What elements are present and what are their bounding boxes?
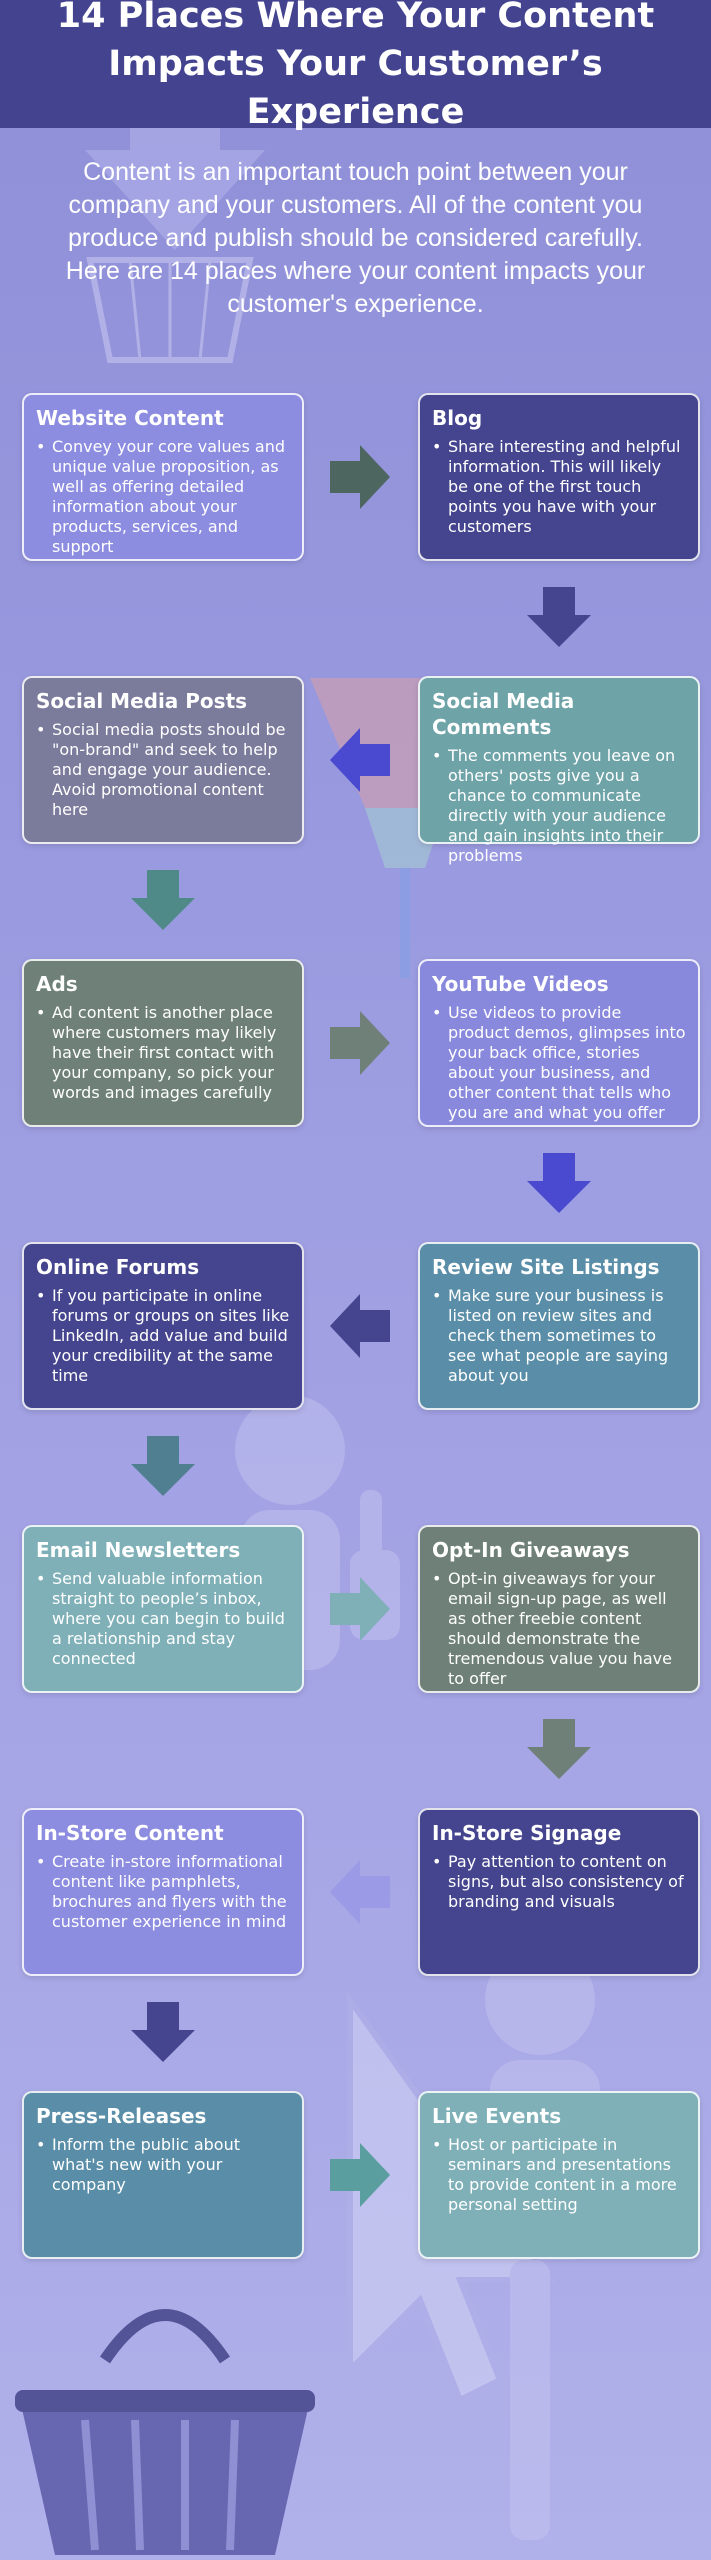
arrow-shape	[330, 1294, 390, 1358]
place-description: If you participate in online forums or g…	[36, 1286, 290, 1386]
arrow-shape	[527, 1153, 591, 1213]
place-title: Social Media Posts	[36, 689, 248, 713]
place-card: In-Store ContentCreate in-store informat…	[22, 1808, 304, 1976]
place-description: Make sure your business is listed on rev…	[432, 1286, 686, 1386]
arrow-down-icon	[527, 1719, 591, 1779]
place-description: Opt-in giveaways for your email sign-up …	[432, 1569, 686, 1689]
arrow-down-icon	[131, 870, 195, 930]
place-card: Live EventsHost or participate in semina…	[418, 2091, 700, 2259]
arrow-left-icon	[330, 1860, 390, 1924]
arrow-right-icon	[330, 1011, 390, 1075]
arrow-down-icon	[131, 2002, 195, 2062]
place-card: Review Site ListingsMake sure your busin…	[418, 1242, 700, 1410]
arrow-shape	[131, 1436, 195, 1496]
place-title: Opt-In Giveaways	[432, 1538, 630, 1562]
place-title: Blog	[432, 406, 483, 430]
place-title: Online Forums	[36, 1255, 200, 1279]
place-title: Live Events	[432, 2104, 562, 2128]
place-description: Social media posts should be "on-brand" …	[36, 720, 290, 820]
place-title: Ads	[36, 972, 78, 996]
arrow-shape	[330, 1860, 390, 1924]
intro-text: Content is an important touch point betw…	[65, 158, 646, 318]
place-card: YouTube VideosUse videos to provide prod…	[418, 959, 700, 1127]
place-title: Social Media Comments	[432, 689, 575, 739]
place-card: Opt-In GiveawaysOpt-in giveaways for you…	[418, 1525, 700, 1693]
arrow-down-icon	[131, 1436, 195, 1496]
arrow-right-icon	[330, 445, 390, 509]
place-description: Convey your core values and unique value…	[36, 437, 290, 557]
place-card: Email NewslettersSend valuable informati…	[22, 1525, 304, 1693]
shopping-basket-icon	[15, 2309, 315, 2555]
place-description: The comments you leave on others' posts …	[432, 746, 686, 866]
arrow-left-icon	[330, 1294, 390, 1358]
place-card: Ads Ad content is another place where cus…	[22, 959, 304, 1127]
place-card: Online Forums If you participate in onlin…	[22, 1242, 304, 1410]
place-description: Inform the public about what's new with …	[36, 2135, 290, 2195]
place-title: Email Newsletters	[36, 1538, 241, 1562]
page-title: 14 Places Where Your Content Impacts You…	[56, 0, 655, 132]
arrow-shape	[330, 1011, 390, 1075]
place-description: Pay attention to content on signs, but a…	[432, 1852, 686, 1912]
place-description: Host or participate in seminars and pres…	[432, 2135, 686, 2215]
place-card: BlogShare interesting and helpful inform…	[418, 393, 700, 561]
place-card: In-Store SignagePay attention to content…	[418, 1808, 700, 1976]
place-title: YouTube Videos	[432, 972, 609, 996]
header-banner: 14 Places Where Your Content Impacts You…	[0, 0, 711, 132]
arrow-shape	[131, 870, 195, 930]
arrow-shape	[131, 2002, 195, 2062]
place-card: Press-ReleasesInform the public about wh…	[22, 2091, 304, 2259]
place-description: Use videos to provide product demos, gli…	[432, 1003, 686, 1123]
place-description: Share interesting and helpful informatio…	[432, 437, 686, 537]
place-title: Press-Releases	[36, 2104, 207, 2128]
arrow-shape	[330, 2143, 390, 2207]
place-card: Website ContentConvey your core values a…	[22, 393, 304, 561]
place-title: Review Site Listings	[432, 1255, 660, 1279]
place-title: In-Store Signage	[432, 1821, 622, 1845]
arrow-shape	[330, 728, 390, 792]
arrow-left-icon	[330, 728, 390, 792]
arrow-shape	[527, 587, 591, 647]
place-description: Send valuable information straight to pe…	[36, 1569, 290, 1669]
place-title: Website Content	[36, 406, 224, 430]
arrow-shape	[330, 1577, 390, 1641]
place-card: Social Media PostsSocial media posts sho…	[22, 676, 304, 844]
arrow-right-icon	[330, 1577, 390, 1641]
place-description: Ad content is another place where custom…	[36, 1003, 290, 1103]
place-description: Create in-store informational content li…	[36, 1852, 290, 1932]
place-card: Social Media CommentsThe comments you le…	[418, 676, 700, 865]
arrow-right-icon	[330, 2143, 390, 2207]
arrow-down-icon	[527, 587, 591, 647]
arrow-shape	[527, 1719, 591, 1779]
arrow-shape	[330, 445, 390, 509]
place-title: In-Store Content	[36, 1821, 224, 1845]
arrow-down-icon	[527, 1153, 591, 1213]
